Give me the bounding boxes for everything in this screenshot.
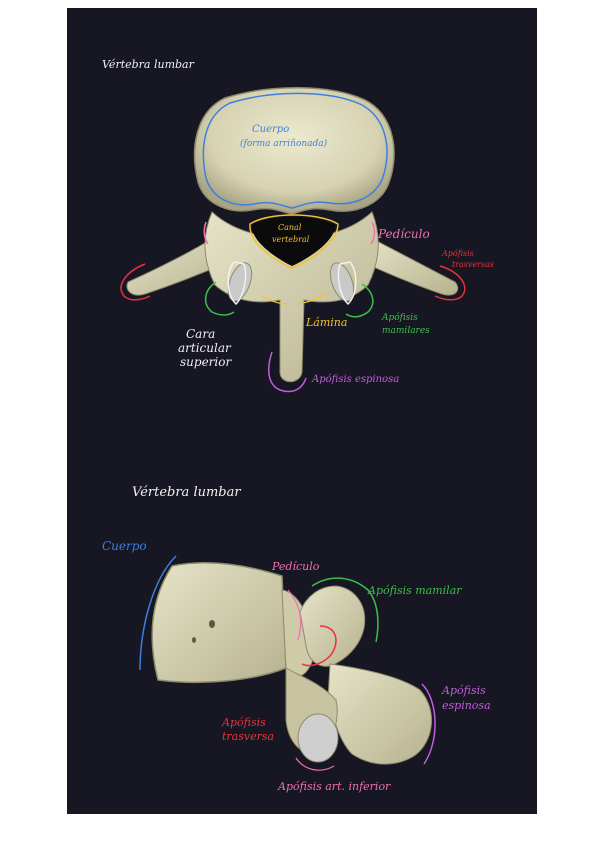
top-cara-line1: Cara [186,327,215,341]
top-cuerpo-note: (forma arriñonada) [240,138,328,149]
bottom-pediculo-mark [287,589,302,641]
top-lamina-mark [261,293,327,305]
top-espinosa-label: Apófisis espinosa [311,374,399,385]
bottom-cuerpo-label: Cuerpo [102,539,147,553]
top-trasversas-line1: Apófisis [441,249,474,258]
top-cara-line2: articular [178,341,232,355]
top-espinosa-mark [267,351,307,393]
bottom-vertebra: Vértebra lumbar Cuerpo Pedículo Apófisis… [102,485,491,793]
bottom-art-inferior-mark [295,757,335,771]
bottom-trasversa-line1: Apófisis [221,716,266,729]
bottom-pediculo-label: Pedículo [271,560,320,573]
top-mamilar-mark-left [204,281,235,316]
top-trasversa-mark-right [434,265,466,301]
top-vertebra: Vértebra lumbar Cuerpo (forma arriñonada… [102,58,494,393]
bottom-trasversa-mark [301,625,337,667]
bottom-art-inferior-label: Apófisis art. inferior [277,780,391,793]
top-canal-line1: Canal [278,223,302,232]
top-trasversa-mark-left [120,263,151,301]
bottom-mamilar-mark [311,577,379,643]
top-mamilar-mark-right [345,283,374,318]
top-cara-mark-left [227,261,247,306]
top-trasversas-line2: trasversas [452,260,494,269]
top-mamilares-line2: mamilares [382,326,430,336]
top-cara-line3: superior [180,355,232,369]
bottom-title: Vértebra lumbar [132,485,241,500]
bottom-trasversa-line2: trasversa [222,730,274,743]
bottom-vertebra-bone [151,561,432,765]
top-title: Vértebra lumbar [102,58,195,71]
bottom-mamilar-label: Apófisis mamilar [367,584,462,597]
top-canal-line2: vertebral [272,235,310,244]
top-cuerpo-outline [202,92,388,209]
top-pediculo-label: Pedículo [377,227,430,241]
top-pediculo-mark-left [203,221,209,245]
top-lamina-label: Lámina [305,316,347,329]
bottom-espinosa-line1: Apófisis [441,684,486,697]
top-mamilares-line1: Apófisis [381,312,418,323]
top-cuerpo-label: Cuerpo [252,124,289,135]
top-pediculo-mark-right [370,221,376,245]
bottom-espinosa-mark [421,683,436,765]
bottom-cuerpo-mark [139,555,177,671]
top-cara-mark-right [337,261,357,306]
top-canal-outline [249,214,339,269]
bottom-espinosa-line2: espinosa [442,699,491,712]
